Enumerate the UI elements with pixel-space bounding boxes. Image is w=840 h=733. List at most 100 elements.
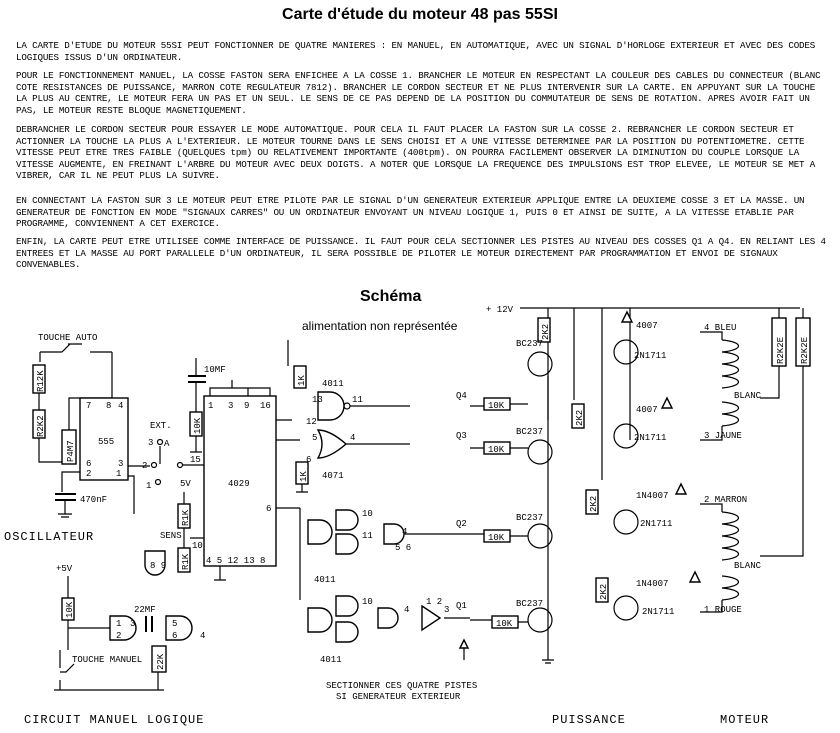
label-2n1711-a: 2N1711	[634, 351, 666, 361]
capacitor-470nf	[55, 493, 76, 501]
label-4011-b: 4011	[314, 575, 336, 585]
svg-text:2K2: 2K2	[575, 410, 585, 426]
svg-text:10K: 10K	[496, 619, 513, 629]
resistor-1k-top	[293, 365, 307, 389]
svg-text:10K: 10K	[488, 533, 505, 543]
svg-text:15: 15	[190, 455, 201, 465]
svg-text:6: 6	[306, 455, 311, 465]
label-10mf: 10MF	[204, 365, 226, 375]
paragraph-intro: LA CARTE D'ETUDE DU MOTEUR 55SI PEUT FON…	[16, 40, 816, 63]
svg-text:8 9: 8 9	[150, 561, 166, 571]
svg-text:1: 1	[116, 469, 121, 479]
svg-text:16: 16	[260, 401, 271, 411]
label-r1k: R1K	[181, 509, 191, 526]
svg-text:3: 3	[228, 401, 233, 411]
label-4007-a: 4007	[636, 321, 658, 331]
svg-text:5: 5	[172, 619, 177, 629]
svg-text:2K2: 2K2	[599, 584, 609, 600]
coil-2	[721, 401, 740, 427]
label-r2k2: R2K2	[36, 415, 46, 437]
power-supply-note: alimentation non représentée	[302, 319, 458, 333]
label-sens: SENS	[160, 531, 182, 541]
label-4029: 4029	[228, 479, 250, 489]
schema-title: Schéma	[360, 288, 422, 305]
svg-text:9: 9	[244, 401, 249, 411]
ic-555	[79, 397, 129, 481]
section-label-moteur: MOTEUR	[720, 713, 769, 727]
label-r2k2e-1: R2K2E	[776, 337, 786, 364]
svg-text:4: 4	[200, 631, 205, 641]
paragraph-manual: POUR LE FONCTIONNEMENT MANUEL, LA COSSE …	[16, 70, 821, 116]
label-5v: 5V	[180, 479, 191, 489]
svg-text:10: 10	[192, 541, 203, 551]
label-4007-b: 4007	[636, 405, 658, 415]
label-bc237-c: BC237	[516, 513, 543, 523]
label-22k: 22K	[156, 653, 166, 670]
coil-4	[721, 575, 740, 601]
svg-text:A: A	[164, 439, 170, 449]
label-555: 555	[98, 437, 114, 447]
label-bleu: 4 BLEU	[704, 323, 736, 333]
label-r2k2e-2: R2K2E	[800, 337, 810, 364]
gate-nand-q2	[383, 523, 405, 545]
svg-text:12: 12	[306, 417, 317, 427]
label-1n4007-a: 1N4007	[636, 491, 668, 501]
label-4071: 4071	[322, 471, 344, 481]
svg-text:2: 2	[116, 631, 121, 641]
label-10k-a: 10K	[193, 417, 203, 434]
ic-4029	[203, 395, 277, 567]
button-touche-manuel	[59, 650, 75, 673]
svg-text:R1K: R1K	[181, 553, 191, 570]
label-r12k: R12K	[36, 370, 46, 392]
label-4011-a: 4011	[322, 379, 344, 389]
coil-3	[721, 511, 740, 561]
paragraph-external: EN CONNECTANT LA FASTON SUR 3 LE MOTEUR …	[16, 195, 805, 230]
label-1k-bottom: 1K	[299, 471, 309, 482]
paragraph-auto: DEBRANCHER LE CORDON SECTEUR POUR ESSAYE…	[16, 124, 816, 182]
section-label-circuit: CIRCUIT MANUEL LOGIQUE	[24, 713, 204, 727]
svg-text:4: 4	[402, 527, 407, 537]
svg-text:1: 1	[208, 401, 213, 411]
svg-text:10K: 10K	[488, 401, 505, 411]
svg-text:3: 3	[118, 459, 123, 469]
svg-text:5 6: 5 6	[395, 543, 411, 553]
resistor-r1k-2	[177, 547, 191, 573]
label-bc237-d: BC237	[516, 599, 543, 609]
svg-text:7: 7	[86, 401, 91, 411]
label-2n1711-b: 2N1711	[634, 433, 666, 443]
label-4011-c: 4011	[320, 655, 342, 665]
label-marron: 2 MARRON	[704, 495, 747, 505]
svg-text:5: 5	[312, 433, 317, 443]
svg-text:4: 4	[118, 401, 123, 411]
power-section: + 12V 2K2 2K2 2K2 2K2 4007 4007 1N4007 1…	[456, 305, 800, 664]
label-plus12v: + 12V	[486, 305, 514, 315]
label-2n1711-d: 2N1711	[642, 607, 674, 617]
label-rouge: 1 ROUGE	[704, 605, 742, 615]
svg-text:4: 4	[350, 433, 355, 443]
svg-text:11: 11	[362, 531, 373, 541]
svg-text:3: 3	[444, 605, 449, 615]
coil-1	[721, 339, 740, 389]
paragraph-interface: ENFIN, LA CARTE PEUT ETRE UTILISEE COMME…	[16, 236, 826, 271]
label-10k-b: 10K	[65, 601, 75, 618]
label-1n4007-b: 1N4007	[636, 579, 668, 589]
label-blanc-b: BLANC	[734, 561, 762, 571]
svg-text:1 2: 1 2	[426, 597, 442, 607]
label-1k-top: 1K	[297, 375, 307, 386]
label-p4m7: P4M7	[66, 440, 76, 462]
svg-text:11: 11	[352, 395, 363, 405]
svg-text:6: 6	[172, 631, 177, 641]
svg-text:4 5 12 13 8: 4 5 12 13 8	[206, 556, 265, 566]
svg-text:2K2: 2K2	[589, 496, 599, 512]
motor-section: 4 BLEU 3 JAUNE 2 MARRON 1 ROUGE BLANC BL…	[700, 308, 811, 615]
label-22mf: 22MF	[134, 605, 156, 615]
label-sectionner-1: SECTIONNER CES QUATRE PISTES	[326, 681, 477, 691]
svg-text:2: 2	[86, 469, 91, 479]
svg-text:4: 4	[404, 605, 409, 615]
label-touche-manuel: TOUCHE MANUEL	[72, 655, 142, 665]
